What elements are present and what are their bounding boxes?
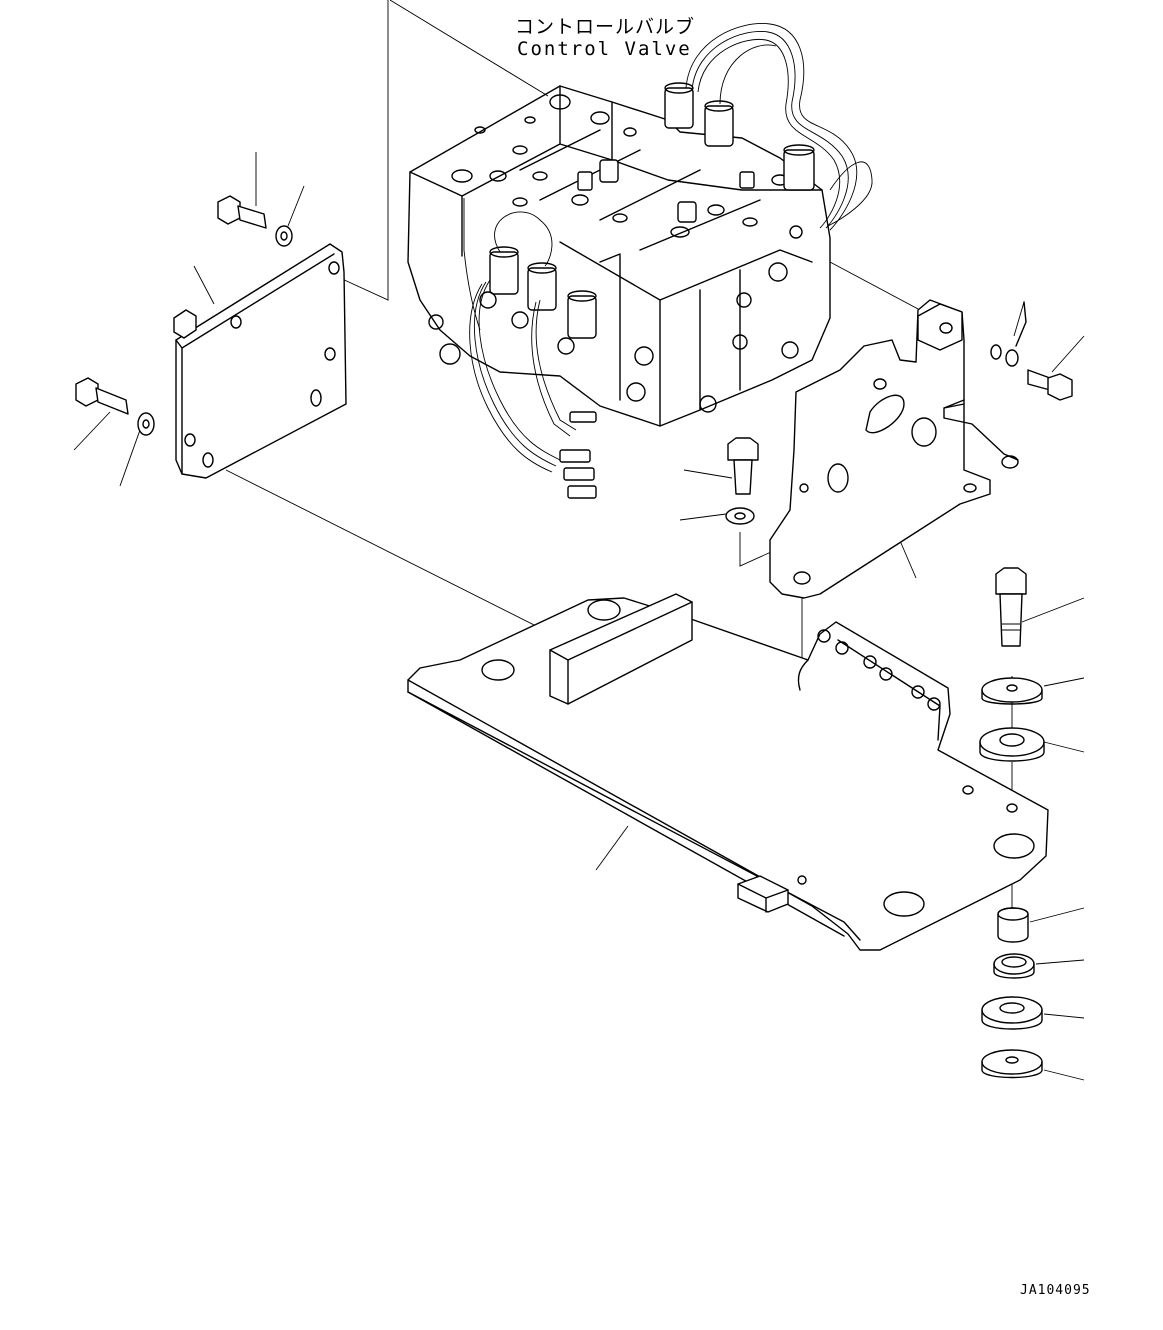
mount-bolt: [995, 567, 1027, 647]
mount-rubber-lower: [981, 996, 1043, 1030]
washer-bracket-middle: [725, 507, 755, 525]
bolt-bracket-right: [1027, 369, 1073, 401]
mount-washer-top: [981, 677, 1043, 705]
control-valve-label-en: Control Valve: [517, 38, 692, 60]
drawing-code: JA104095: [1020, 1283, 1091, 1298]
mount-stopper: [993, 953, 1035, 979]
control-valve-assembly: [407, 23, 873, 499]
mount-rubber-upper: [979, 727, 1045, 762]
mount-collar: [997, 907, 1029, 943]
valve-bracket: [769, 299, 1019, 599]
bolt-bracket-middle: [727, 437, 759, 495]
control-valve-label-jp: コントロールバルブ: [515, 16, 696, 38]
mount-washer-bottom: [981, 1049, 1043, 1079]
base-plate: [407, 593, 1049, 951]
bolt-cover-lower: [75, 377, 129, 415]
washer-cover-lower: [137, 412, 155, 436]
washer-bracket-right: [990, 301, 1027, 367]
bolt-cover-upper: [217, 195, 267, 229]
cover-plate: [173, 243, 347, 479]
washer-cover-upper: [275, 225, 293, 247]
